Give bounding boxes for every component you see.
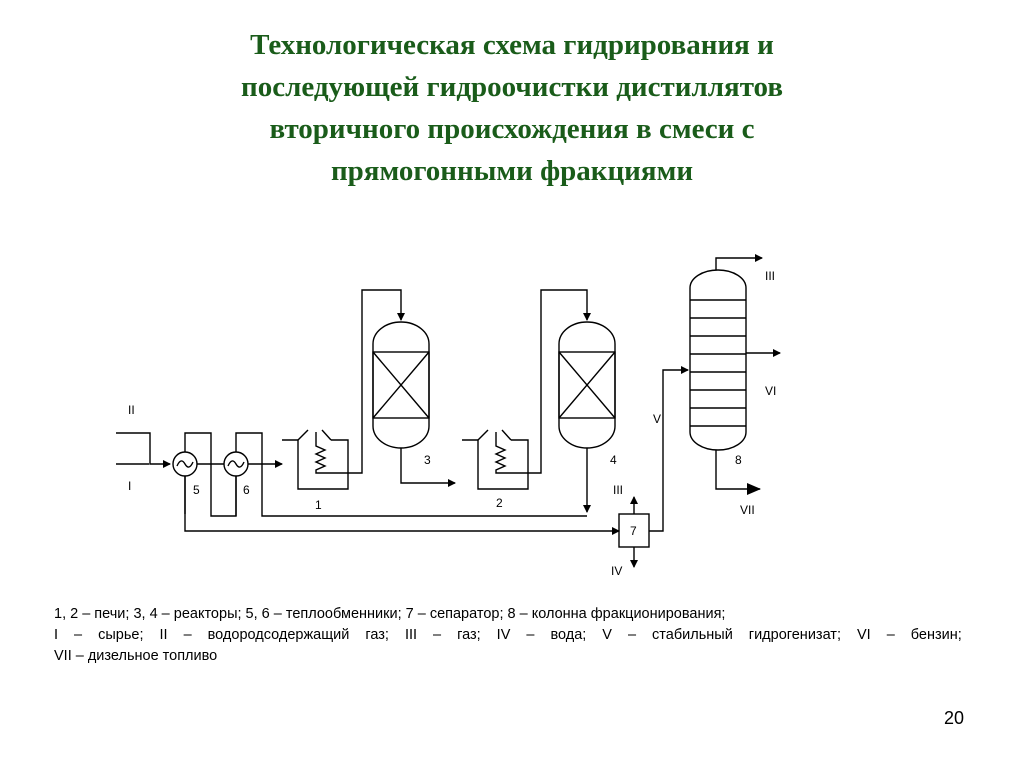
label-6: 6	[243, 483, 250, 497]
label-3: 3	[424, 453, 431, 467]
heat-exchanger-5-coil	[176, 460, 194, 468]
title-line-1: Технологическая схема гидрирования и	[250, 29, 774, 61]
fractionation-column-8	[689, 269, 747, 451]
label-2: 2	[496, 496, 503, 510]
label-4: 4	[610, 453, 617, 467]
furnace-2-coil	[494, 289, 591, 474]
legend-line-1: 1, 2 – печи; 3, 4 – реакторы; 5, 6 – теп…	[54, 606, 726, 622]
label-II: II	[128, 403, 135, 417]
page-number: 20	[944, 708, 965, 728]
title-line-3: вторичного происхождения в смеси с	[269, 113, 755, 145]
furnace-1-coil	[314, 289, 405, 474]
label-5: 5	[193, 483, 200, 497]
legend-line-2: I – сырье; II – водородсодержащий газ; I…	[54, 627, 962, 643]
slide-title: Технологическая схема гидрирования и пос…	[60, 24, 964, 192]
label-VI: VI	[765, 384, 776, 398]
title-line-2: последующей гидроочистки дистиллятов	[241, 71, 783, 103]
label-1: 1	[315, 498, 322, 512]
label-III-separator: III	[613, 483, 623, 497]
label-7: 7	[630, 524, 637, 538]
title-line-4: прямогонными фракциями	[330, 155, 694, 187]
legend-line-3: VII – дизельное топливо	[54, 648, 218, 664]
furnace-2	[462, 439, 529, 490]
legend: 1, 2 – печи; 3, 4 – реакторы; 5, 6 – теп…	[54, 604, 962, 667]
hydrogen-gas-line	[116, 432, 171, 468]
label-VII: VII	[740, 503, 755, 517]
label-V: V	[653, 412, 661, 426]
furnace-1	[282, 439, 349, 490]
heat-exchanger-6-coil	[227, 460, 245, 468]
label-IV: IV	[611, 564, 622, 578]
label-I: I	[128, 479, 131, 493]
label-III-top: III	[765, 269, 775, 283]
label-8: 8	[735, 453, 742, 467]
